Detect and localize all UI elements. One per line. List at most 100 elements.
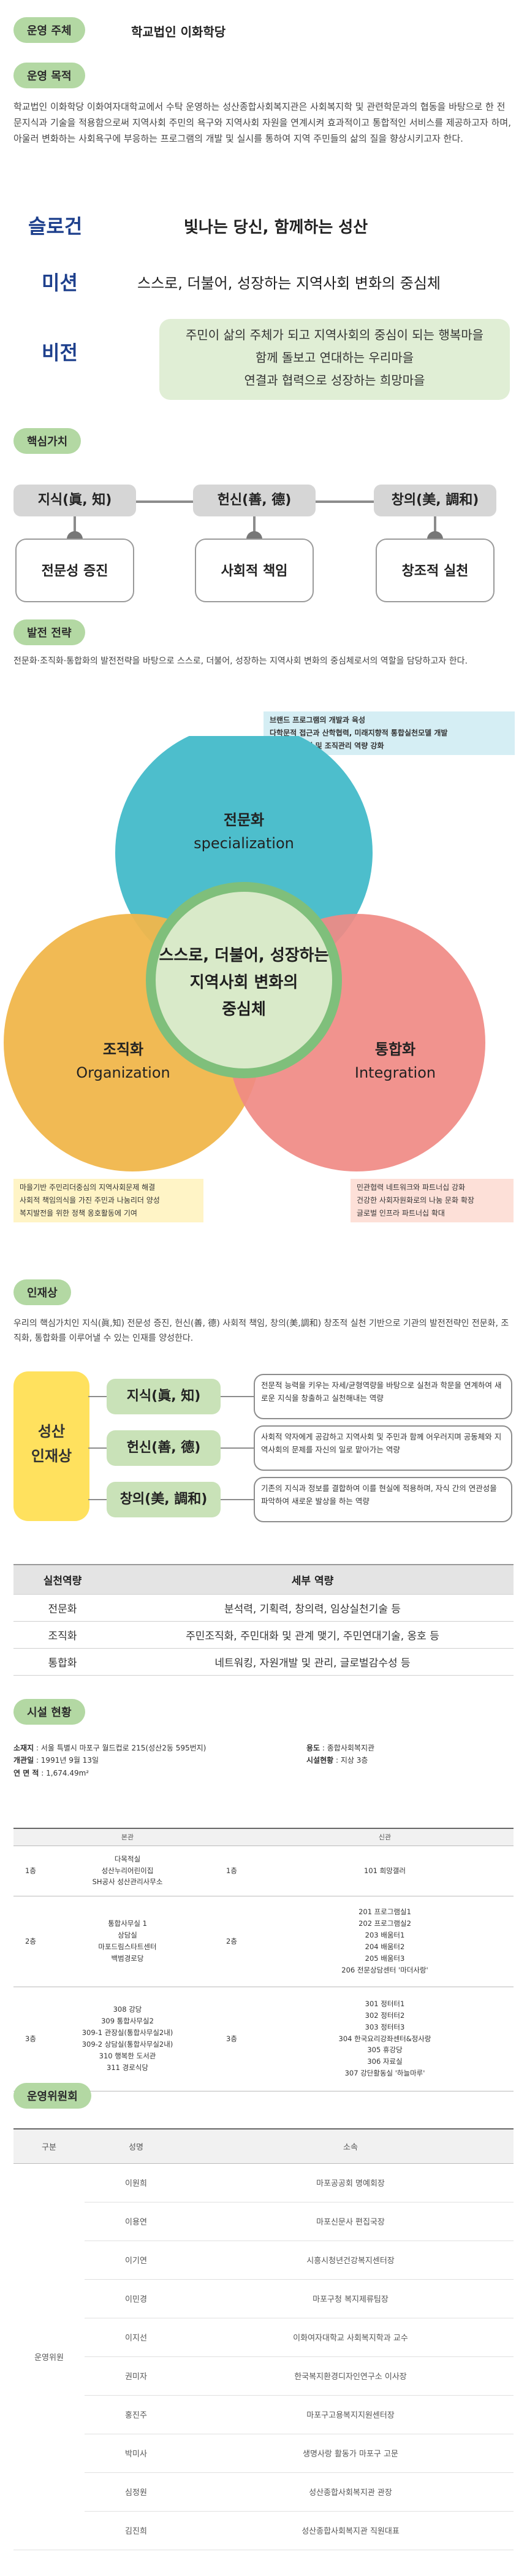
room: 203 배움터1 <box>365 1931 405 1940</box>
talent-desc: 사회적 약자에게 공감하고 지역사회 및 주민과 함께 어우러지며 공동체와 지… <box>254 1425 512 1471</box>
talent-arrow <box>221 1499 254 1500</box>
room: 101 희망갤러 <box>364 1866 406 1875</box>
info-value: 1,674.49m² <box>46 1768 89 1777</box>
core-value-title: 헌신(善, 德) <box>193 485 316 516</box>
talent-arrow <box>221 1396 254 1397</box>
room: 다목적실 <box>114 1854 141 1863</box>
table-row: 운영위원 이원희 마포공공회 명예회장 <box>13 2163 514 2550</box>
room: 201 프로그램실1 <box>358 1907 411 1917</box>
column-header: 성명 <box>85 2128 188 2164</box>
core-value-box: 창조적 실천 <box>376 539 495 602</box>
room: 311 경로식당 <box>107 2063 148 2072</box>
talent-left-box: 성산 인재상 <box>13 1371 89 1521</box>
name-cell: 이원희 <box>85 2163 188 2202</box>
callout-line: 민관협력 네트워크와 파트너십 강화 <box>357 1183 466 1192</box>
name-cell: 홍진주 <box>85 2395 188 2434</box>
table-row: 1층 다목적실 성산누리어린이집 SH공사 성산관리사무소 1층 101 희망갤… <box>13 1846 514 1896</box>
operator-value: 학교법인 이화학당 <box>131 25 226 39</box>
talent-connector <box>88 1447 107 1449</box>
rooms-cell: 다목적실 성산누리어린이집 SH공사 성산관리사무소 <box>48 1846 207 1896</box>
room: 백범경로당 <box>111 1953 144 1963</box>
column-header: 신관 <box>256 1828 514 1846</box>
center-line: 중심체 <box>222 1000 266 1019</box>
name-cell: 이민경 <box>85 2279 188 2318</box>
facility-info-right: 용도 : 종합사회복지관 시설현황 : 지상 3층 <box>306 1744 375 1765</box>
table-cell: 네트워킹, 자원개발 및 관리, 글로벌감수성 등 <box>112 1648 514 1676</box>
core-value-stem <box>434 516 436 535</box>
vision-line: 함께 돌보고 연대하는 우리마을 <box>255 350 414 365</box>
talent-tab: 지식(眞, 知) <box>107 1379 221 1414</box>
mission-label: 미션 <box>42 271 78 294</box>
facility-label: 시설 현황 <box>13 1699 85 1725</box>
center-line: 지역사회 변화의 <box>189 973 298 992</box>
room: 309-1 관장실(통합사무실2내) <box>82 2028 173 2037</box>
name-cell: 김진희 <box>85 2511 188 2550</box>
organization-label: 조직화 Organization <box>59 1038 188 1084</box>
rooms-cell: 101 희망갤러 <box>256 1846 514 1896</box>
slogan-value: 빛나는 당신, 함께하는 성산 <box>184 218 368 237</box>
talent-connector <box>88 1499 107 1500</box>
room: 상담실 <box>118 1931 137 1940</box>
talent-connector <box>88 1396 107 1397</box>
facility-table: 본관 신관 1층 다목적실 성산누리어린이집 SH공사 성산관리사무소 1층 1… <box>13 1828 514 2091</box>
name-cell: 이기연 <box>85 2241 188 2280</box>
operator-label: 운영 주체 <box>13 17 85 43</box>
purpose-text: 학교법인 이화학당 이화여자대학교에서 수탁 운영하는 성산종합사회복지관은 사… <box>13 101 511 144</box>
vision-line: 주민이 삶의 주체가 되고 지역사회의 중심이 되는 행복마을 <box>185 328 484 342</box>
room: 306 자료실 <box>367 2057 403 2066</box>
table-header-row: 실천역량 세부 역량 <box>13 1564 514 1595</box>
callout-line: 브랜드 프로그램의 개발과 육성 <box>270 716 366 724</box>
floor-cell: 2층 <box>207 1896 256 1987</box>
core-value-box: 사회적 책임 <box>195 539 314 602</box>
affiliation-cell: 이화여자대학교 사회복지학과 교수 <box>188 2318 514 2357</box>
core-value-box: 전문성 증진 <box>15 539 134 602</box>
callout-line: 글로벌 인프라 파트너십 확대 <box>357 1209 445 1217</box>
core-value-title: 지식(眞, 知) <box>13 485 136 516</box>
rooms-cell: 308 강당 309 통합사무실2 309-1 관장실(통합사무실2내) 309… <box>48 1987 207 2091</box>
floor-cell: 3층 <box>207 1987 256 2091</box>
info-value: 1991년 9월 13일 <box>40 1756 99 1765</box>
room: 성산누리어린이집 <box>101 1866 154 1875</box>
callout-line: 마을기반 주민리더중심의 지역사회문제 해결 <box>20 1183 156 1192</box>
room: 마포드림스타트센터 <box>98 1942 157 1951</box>
talent-desc: 기존의 지식과 정보를 결합하여 이를 현실에 적용하며, 자식 간의 연관성을… <box>254 1477 512 1522</box>
circle-center <box>146 882 342 1078</box>
affiliation-cell: 마포공공회 명예회장 <box>188 2163 514 2202</box>
floor-cell: 2층 <box>13 1896 48 1987</box>
room: 204 배움터2 <box>365 1942 405 1951</box>
callout-line: 다학문적 접근과 산학협력, 미래지향적 통합실천모델 개발 <box>270 729 448 737</box>
integration-ko: 통합화 <box>374 1041 416 1058</box>
table-header-row: 본관 신관 <box>13 1828 514 1846</box>
strategy-venn-diagram <box>4 736 485 1171</box>
table-row: 이지선 이화여자대학교 사회복지학과 교수 <box>13 2318 514 2357</box>
name-cell: 이용연 <box>85 2202 188 2241</box>
room: 206 전문상담센터 '마더사랑' <box>341 1965 428 1974</box>
talent-label: 인재상 <box>13 1279 71 1305</box>
strategy-text: 전문화·조직화·통합화의 발전전략을 바탕으로 스스로, 더불어, 성장하는 지… <box>13 656 468 666</box>
facility-info-left: 소재지 : 서울 특별시 마포구 월드컵로 215(성산2동 595번지) 개관… <box>13 1744 207 1777</box>
vision-label: 비전 <box>42 341 78 364</box>
table-cell: 조직화 <box>13 1621 112 1649</box>
talent-left-line: 성산 <box>37 1423 66 1440</box>
info-value: 지상 3층 <box>340 1756 368 1765</box>
room: 307 강단활동실 '하늘마루' <box>344 2069 425 2078</box>
info-key: 시설현황 <box>306 1756 334 1765</box>
specialization-ko: 전문화 <box>223 811 265 829</box>
callout-line: 사회적 책임의식을 가진 주민과 나눔리더 양성 <box>20 1196 160 1205</box>
column-header: 본관 <box>48 1828 207 1846</box>
room: 305 휴강당 <box>367 2045 403 2055</box>
info-key: 개관일 <box>13 1756 34 1765</box>
room: 309-2 상담실(통합사무실2내) <box>82 2040 173 2049</box>
table-row: 박미사 생명사랑 활동가 마포구 고문 <box>13 2434 514 2473</box>
info-value: 서울 특별시 마포구 월드컵로 215(성산2동 595번지) <box>40 1744 207 1752</box>
room: 302 정터터2 <box>365 2011 405 2020</box>
group-cell: 운영위원 <box>13 2163 85 2550</box>
table-row: 홍진주 마포구고용복지지원센터장 <box>13 2395 514 2434</box>
committee-label: 운영위원회 <box>13 2083 91 2109</box>
column-header: 실천역량 <box>13 1564 112 1595</box>
callout-line: 건강한 사회자원화로의 나눔 문화 확장 <box>357 1196 474 1205</box>
table-row: 2층 통합사무실 1 상담실 마포드림스타트센터 백범경로당 2층 201 프로… <box>13 1896 514 1987</box>
affiliation-cell: 마포신문사 편집국장 <box>188 2202 514 2241</box>
table-cell: 통합화 <box>13 1648 112 1676</box>
